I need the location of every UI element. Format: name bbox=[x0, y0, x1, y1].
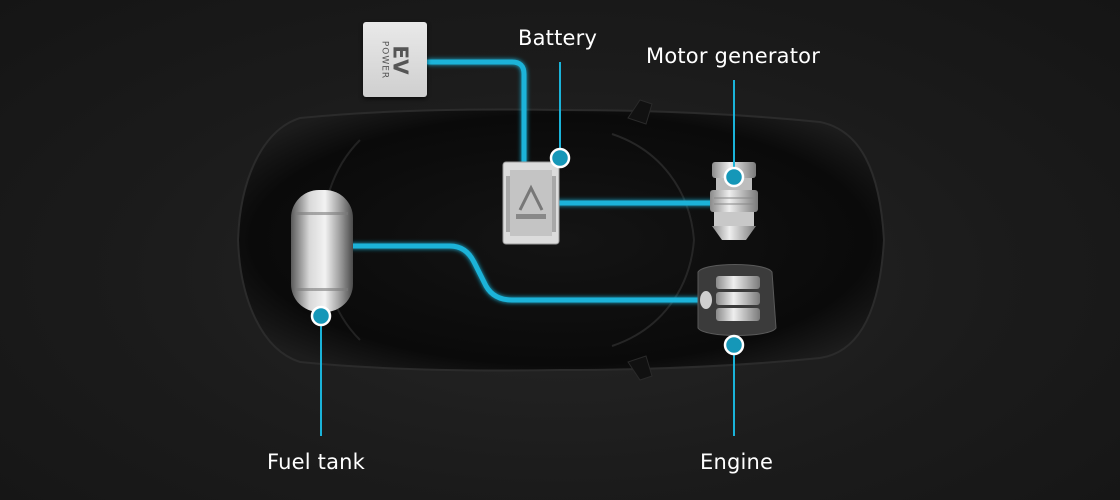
tank-to-engine-line bbox=[349, 243, 703, 303]
fuel-tank-graphic bbox=[291, 190, 353, 312]
engine-graphic bbox=[697, 264, 777, 336]
engine-marker bbox=[723, 334, 745, 356]
leader-lines bbox=[320, 62, 735, 436]
engine-label: Engine bbox=[700, 450, 774, 474]
motor-generator-marker bbox=[723, 166, 745, 188]
battery-marker bbox=[549, 147, 571, 169]
markers bbox=[310, 147, 745, 356]
connection-lines bbox=[349, 59, 719, 303]
fuel-tank-marker bbox=[310, 305, 332, 327]
ev-badge-sub: POWER bbox=[379, 40, 390, 79]
ev-power-text: EV POWER bbox=[379, 40, 413, 79]
fuel-tank-label: Fuel tank bbox=[267, 450, 366, 474]
ev-to-battery-line bbox=[425, 59, 527, 165]
motor-generator-label: Motor generator bbox=[646, 44, 821, 68]
battery-unit-graphic bbox=[502, 161, 560, 245]
battery-label: Battery bbox=[518, 26, 598, 50]
ev-badge-main: EV bbox=[388, 44, 413, 75]
ev-power-badge: EV POWER bbox=[363, 22, 427, 97]
